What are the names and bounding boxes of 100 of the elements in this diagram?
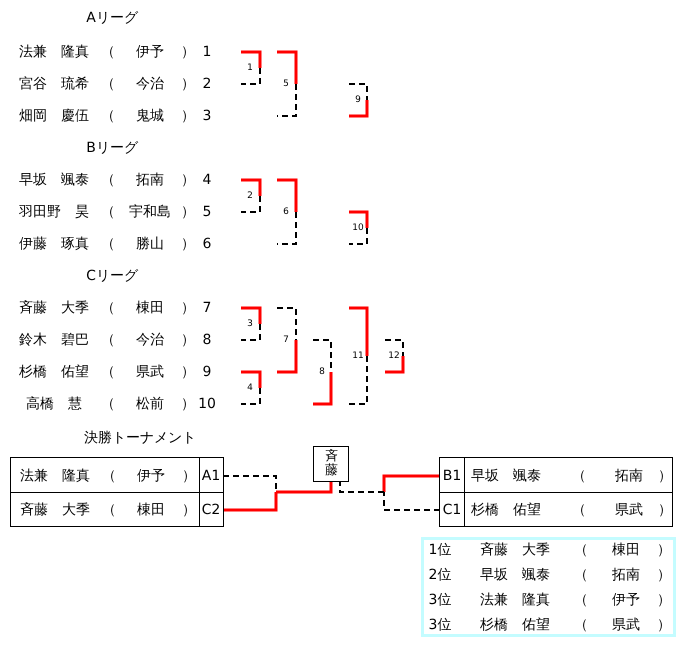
- final-table-box: [439, 457, 673, 527]
- seed-number: 3: [202, 107, 212, 126]
- match-number: 3: [246, 318, 254, 330]
- school-name: 今治: [135, 75, 165, 94]
- parenthesis: ）: [180, 43, 196, 62]
- parenthesis: ）: [657, 616, 671, 635]
- parenthesis: （: [100, 107, 116, 126]
- player-name: 杉橋 佑望: [470, 500, 542, 520]
- seed-number: 9: [202, 363, 212, 382]
- seed-number: 7: [202, 299, 212, 318]
- school-name: 拓南: [614, 466, 644, 486]
- match-number: 1: [246, 62, 254, 74]
- seed-number: 2: [202, 75, 212, 94]
- rank-label: 2位: [428, 566, 452, 585]
- rank-label: 1位: [428, 541, 452, 560]
- match-number: 6: [282, 206, 290, 218]
- parenthesis: （: [100, 203, 116, 222]
- parenthesis: ）: [181, 500, 197, 520]
- school-name: 伊予: [611, 591, 641, 610]
- seed-label: A1: [200, 466, 222, 486]
- bracket-connector: [382, 474, 440, 492]
- school-name: 今治: [135, 331, 165, 350]
- player-name: 杉橋 佑望: [18, 363, 90, 382]
- player-name: 畑岡 慶伍: [18, 107, 90, 126]
- match-number: 11: [351, 350, 365, 362]
- seed-number: 1: [202, 43, 212, 62]
- school-name: 県武: [135, 363, 165, 382]
- ranking-box: [421, 537, 676, 637]
- seed-label: C1: [442, 500, 462, 520]
- section-heading: 決勝トーナメント: [83, 429, 197, 448]
- parenthesis: ）: [180, 395, 196, 414]
- parenthesis: （: [100, 331, 116, 350]
- bracket-connector: [276, 482, 332, 494]
- parenthesis: （: [100, 395, 116, 414]
- seed-number: 5: [202, 203, 212, 222]
- match-number: 9: [354, 94, 362, 106]
- league-heading: Aリーグ: [85, 9, 140, 28]
- player-name: 斉藤 大季: [18, 299, 90, 318]
- parenthesis: ）: [657, 541, 671, 560]
- bracket-connector: [339, 482, 384, 493]
- parenthesis: ）: [180, 331, 196, 350]
- parenthesis: ）: [180, 363, 196, 382]
- parenthesis: ）: [657, 566, 671, 585]
- parenthesis: ）: [181, 466, 197, 486]
- match-number: 8: [318, 366, 326, 378]
- school-name: 宇和島: [128, 203, 172, 222]
- school-name: 県武: [611, 616, 641, 635]
- seed-number: 6: [202, 235, 212, 254]
- parenthesis: （: [100, 363, 116, 382]
- parenthesis: ）: [180, 235, 196, 254]
- match-number: 7: [282, 334, 290, 346]
- parenthesis: （: [571, 466, 587, 486]
- parenthesis: ）: [180, 171, 196, 190]
- player-name: 伊藤 琢真: [18, 235, 90, 254]
- school-name: 勝山: [135, 235, 165, 254]
- parenthesis: （: [100, 171, 116, 190]
- parenthesis: （: [100, 235, 116, 254]
- player-name: 早坂 颯泰: [18, 171, 90, 190]
- school-name: 棟田: [135, 299, 165, 318]
- parenthesis: （: [101, 466, 117, 486]
- school-name: 棟田: [611, 541, 641, 560]
- parenthesis: （: [101, 500, 117, 520]
- parenthesis: ）: [180, 299, 196, 318]
- parenthesis: ）: [657, 591, 671, 610]
- parenthesis: （: [573, 616, 589, 635]
- league-heading: Bリーグ: [85, 139, 140, 158]
- player-name: 斉藤 大季: [19, 500, 91, 520]
- seed-number: 8: [202, 331, 212, 350]
- player-name: 鈴木 碧巴: [18, 331, 90, 350]
- seed-label: C2: [200, 500, 222, 520]
- parenthesis: （: [100, 43, 116, 62]
- parenthesis: ）: [180, 75, 196, 94]
- bracket-connector: [223, 492, 278, 512]
- player-name: 羽田野 昊: [18, 203, 90, 222]
- parenthesis: ）: [180, 203, 196, 222]
- parenthesis: （: [573, 591, 589, 610]
- parenthesis: ）: [180, 107, 196, 126]
- bracket-connector: [223, 475, 277, 492]
- match-number: 2: [246, 190, 254, 202]
- bracket-connector: [383, 492, 440, 511]
- parenthesis: （: [573, 566, 589, 585]
- winner-box: [313, 446, 349, 482]
- parenthesis: （: [571, 500, 587, 520]
- seed-label: B1: [442, 466, 462, 486]
- school-name: 伊予: [136, 466, 166, 486]
- school-name: 棟田: [136, 500, 166, 520]
- school-name: 県武: [614, 500, 644, 520]
- parenthesis: （: [100, 75, 116, 94]
- player-name: 早坂 颯泰: [470, 466, 542, 486]
- rank-label: 3位: [428, 616, 452, 635]
- school-name: 伊予: [135, 43, 165, 62]
- player-name: 宮谷 琉希: [18, 75, 90, 94]
- parenthesis: ）: [658, 466, 672, 486]
- final-entry-row: [11, 458, 223, 493]
- rank-label: 3位: [428, 591, 452, 610]
- parenthesis: ）: [658, 500, 672, 520]
- winner-name: 斉藤: [325, 450, 338, 479]
- player-name: 法兼 隆真: [18, 43, 90, 62]
- school-name: 拓南: [611, 566, 641, 585]
- final-entry-row: [440, 458, 672, 493]
